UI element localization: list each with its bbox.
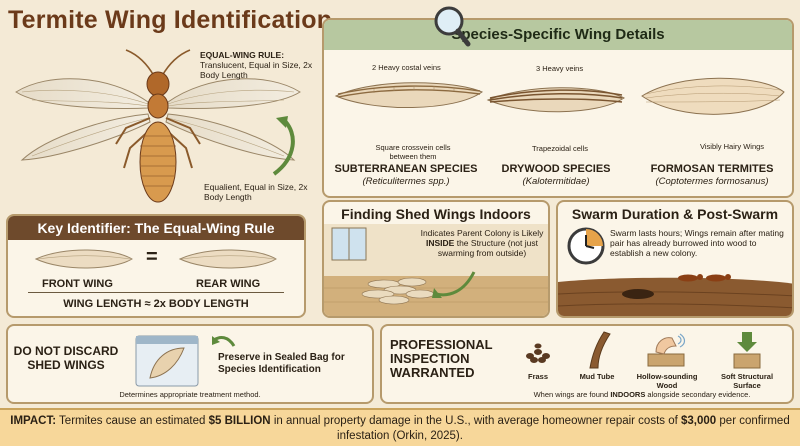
drywood-annotation-top: 3 Heavy veins: [536, 64, 584, 73]
soft-surface-icon: [733, 332, 761, 369]
room-floor-illustration: [324, 224, 548, 316]
subterranean-scientific: (Reticulitermes spp.): [362, 176, 450, 187]
swarm-title: Swarm Duration & Post-Swarm: [571, 206, 779, 222]
hollow-wood-label: Hollow-sounding Wood: [636, 372, 698, 390]
subterranean-annotation-bottom: Square crossvein cells between them: [375, 143, 451, 161]
drywood-name: DRYWOOD SPECIES: [501, 163, 611, 175]
termite-anatomy-illustration: [15, 49, 301, 203]
inspection-panel: PROFESSIONAL INSPECTION WARRANTED Frass …: [380, 324, 794, 404]
formosan-annotation-bottom: Visibly Hairy Wings: [700, 142, 765, 151]
frass-label: Frass: [527, 372, 548, 381]
rule-text: Translucent, Equal in Size, 2x Body Leng…: [200, 60, 313, 80]
subterranean-wing-icon: [334, 82, 484, 109]
wood-log-illustration: [558, 274, 792, 316]
equalient-text: Equalient, Equal in Size, 2x Body Length: [204, 182, 308, 202]
discard-panel: DO NOT DISCARD SHED WINGS Preserve in Se…: [6, 324, 374, 404]
page-title: Termite Wing Identification: [8, 6, 333, 34]
front-wing-icon: [34, 249, 133, 269]
shed-wings-text: Indicates Parent Colony is Likely INSIDE…: [420, 228, 544, 258]
soft-surface-label: Soft Structural Surface: [720, 372, 774, 390]
curved-arrow-icon: [272, 116, 295, 176]
hollow-wood-icon: [647, 333, 686, 367]
front-wing-label: FRONT WING: [42, 278, 113, 290]
formosan-name: FORMOSAN TERMITES: [650, 163, 774, 175]
discard-title: DO NOT DISCARD SHED WINGS: [13, 344, 119, 372]
formosan-wing-icon: [641, 77, 785, 115]
formosan-scientific: (Coptotermes formosanus): [655, 176, 769, 187]
rule-title: EQUAL-WING RULE:: [200, 50, 285, 60]
discard-note: Determines appropriate treatment method.: [119, 390, 261, 399]
subterranean-name: SUBTERRANEAN SPECIES: [334, 163, 478, 175]
drywood-annotation-bottom: Trapezoidal cells: [532, 144, 588, 153]
mud-tube-icon: [589, 331, 611, 369]
species-header: Species-Specific Wing Details: [324, 20, 792, 50]
frass-icon: [526, 343, 550, 363]
magnifier-icon: [434, 6, 471, 47]
clock-icon: [567, 227, 605, 265]
drywood-wing-icon: [486, 87, 626, 113]
mud-tube-label: Mud Tube: [579, 372, 615, 381]
impact-bar: IMPACT: Termites cause an estimated $5 B…: [0, 408, 800, 446]
key-identifier-panel: Key Identifier: The Equal-Wing Rule = FR…: [6, 214, 306, 318]
arrow-left-icon: [212, 336, 236, 347]
shed-wings-title: Finding Shed Wings Indoors: [341, 206, 531, 222]
inspection-title: PROFESSIONAL INSPECTION WARRANTED: [390, 337, 493, 380]
wing-length-rule: WING LENGTH ≈ 2x BODY LENGTH: [63, 298, 249, 310]
key-identifier-header: Key Identifier: The Equal-Wing Rule: [8, 216, 304, 240]
shed-wings-panel: Finding Shed Wings Indoors Indicates Par…: [322, 200, 550, 318]
rear-wing-icon: [178, 249, 277, 269]
swarm-panel: Swarm Duration & Post-Swarm Swarm lasts …: [556, 200, 794, 318]
sealed-bag-icon: [135, 335, 199, 387]
subterranean-annotation-top: 2 Heavy costal veins: [372, 63, 441, 72]
divider: [28, 292, 284, 293]
equals-sign: =: [146, 246, 158, 268]
drywood-scientific: (Kalotermitidae): [522, 176, 590, 187]
inspection-note: When wings are found INDOORS alongside s…: [533, 390, 751, 399]
rear-wing-label: REAR WING: [196, 278, 261, 290]
swarm-text: Swarm lasts hours; Wings remain after ma…: [610, 228, 784, 258]
preserve-text: Preserve in Sealed Bag for Species Ident…: [218, 352, 345, 375]
